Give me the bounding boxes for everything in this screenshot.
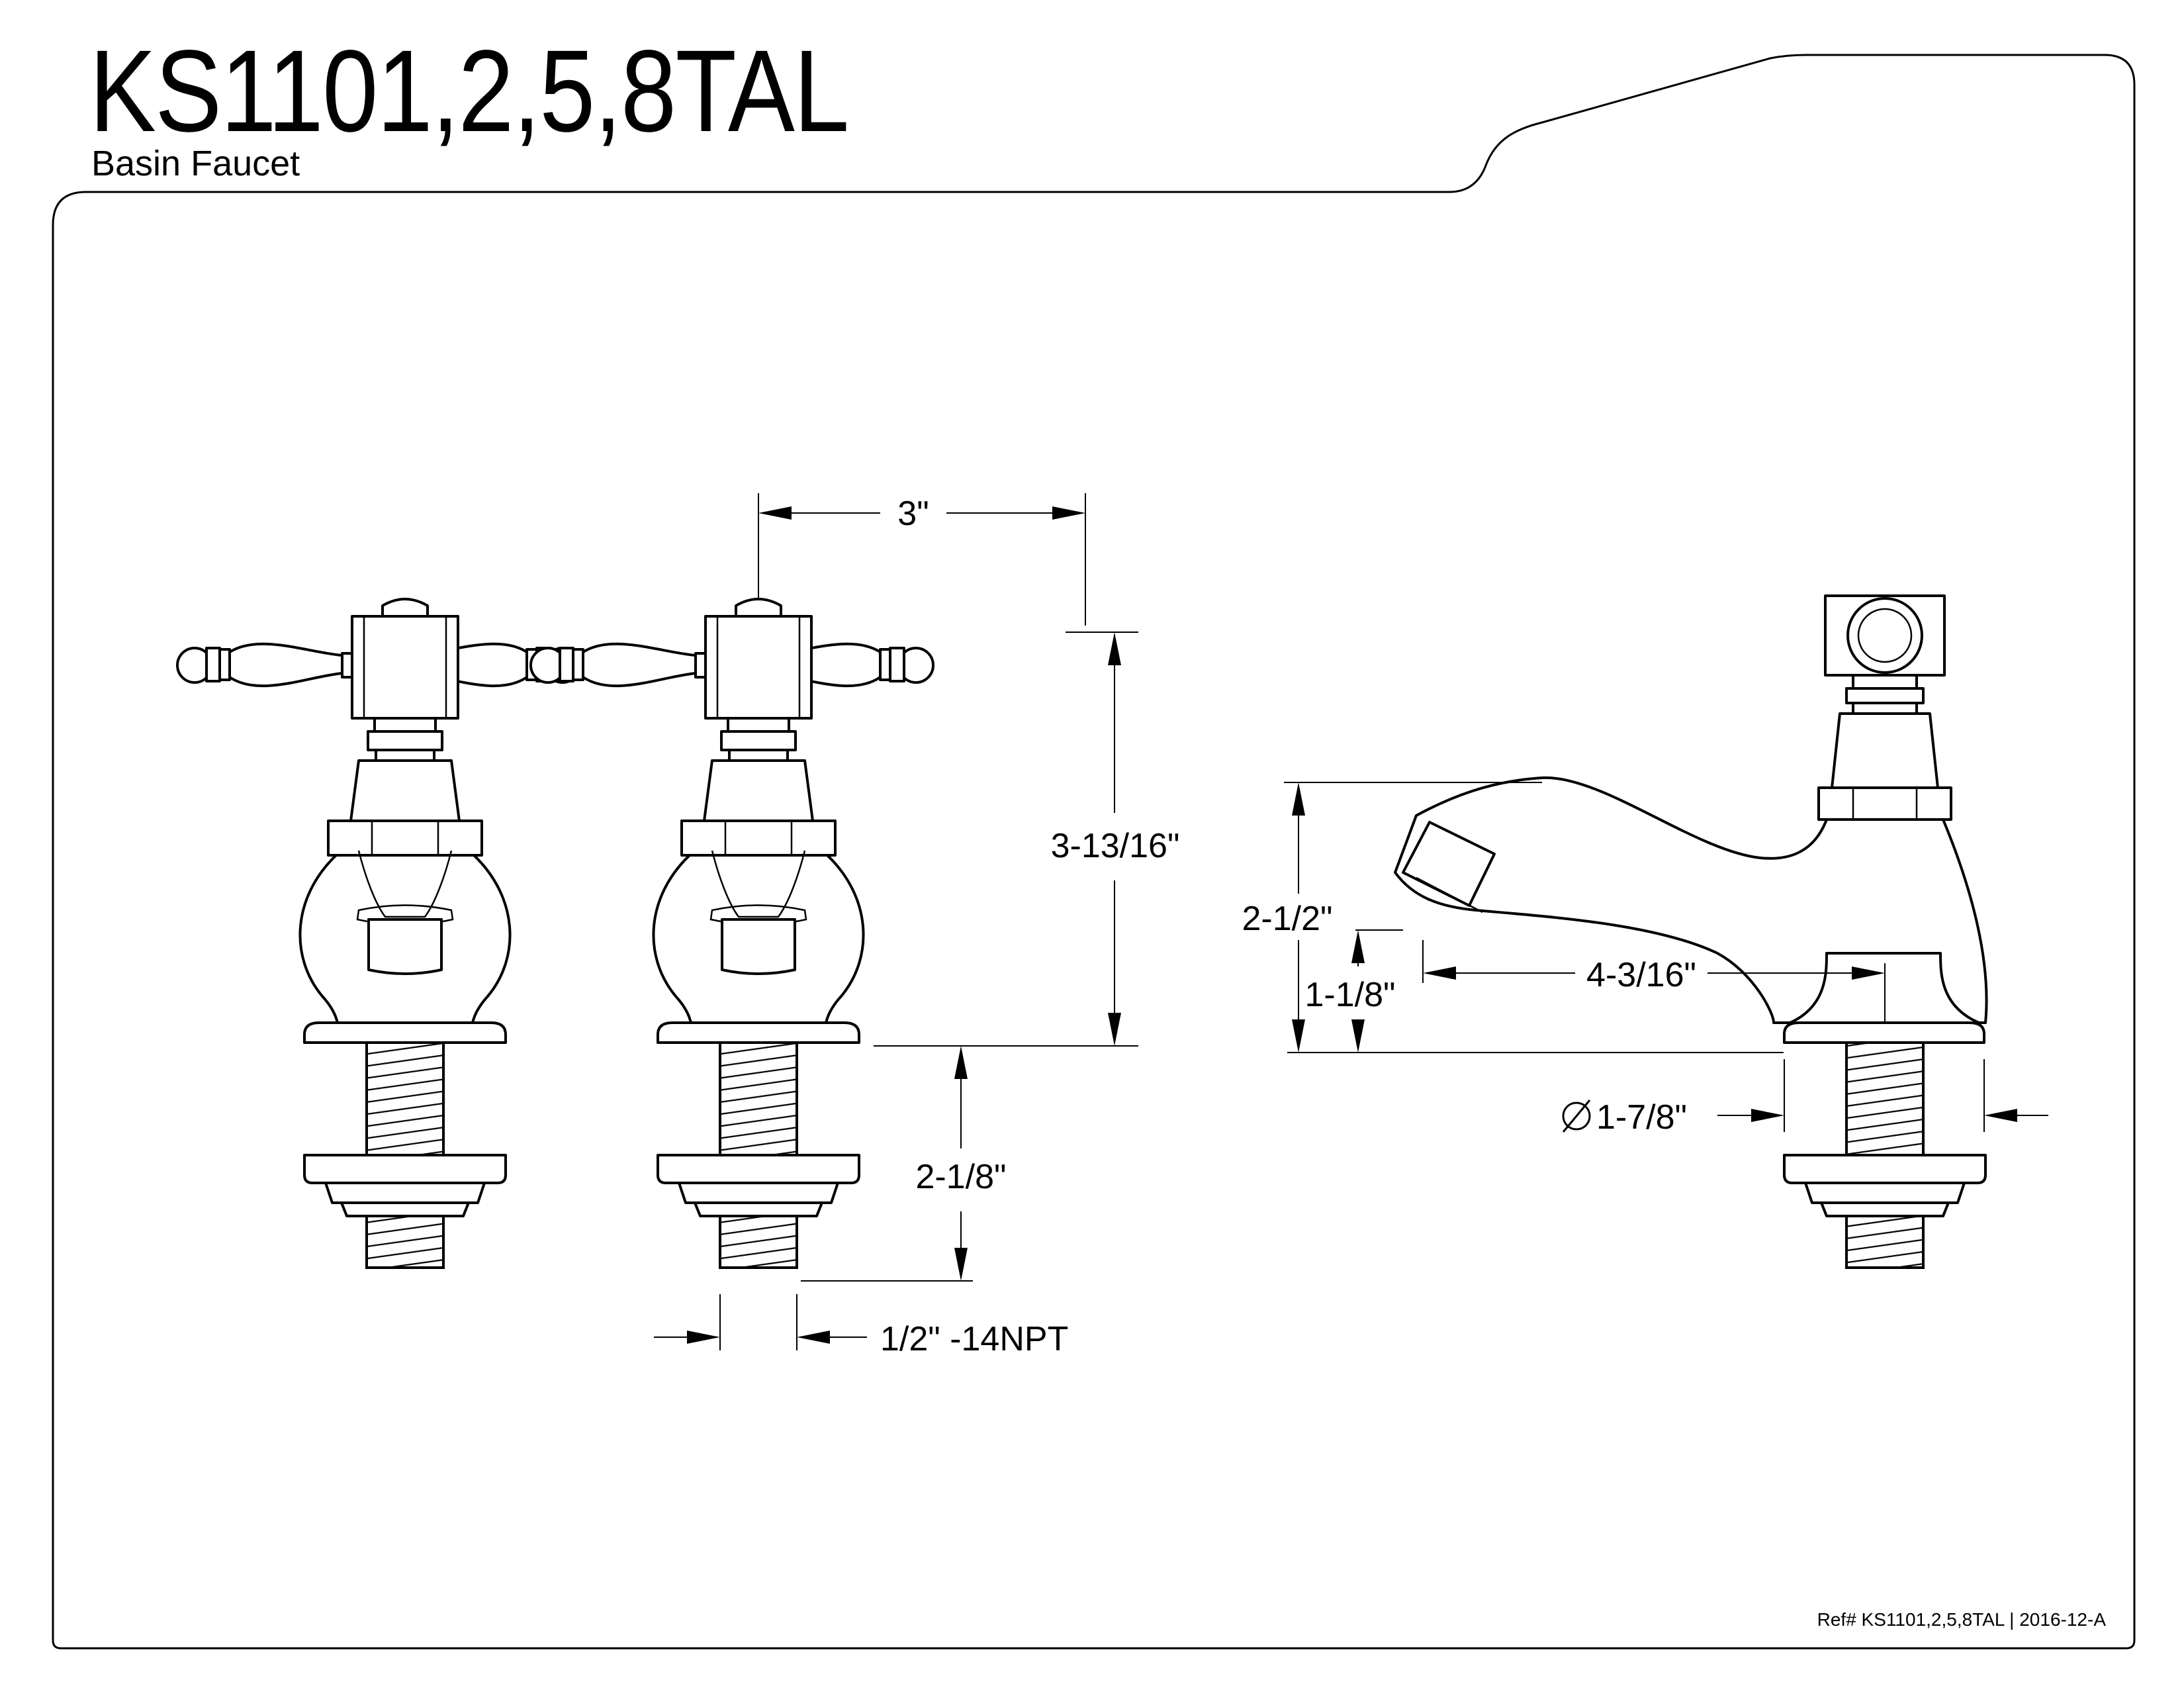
dimension-base-diameter bbox=[1562, 1059, 2048, 1133]
dimension-shank-length bbox=[801, 1046, 973, 1282]
dimension-handle-span-label: 3" bbox=[897, 494, 929, 533]
dimension-handle-span bbox=[758, 493, 1086, 626]
spout bbox=[1394, 594, 1988, 1269]
sheet-border bbox=[52, 54, 2136, 1650]
dimension-thread bbox=[654, 1294, 867, 1350]
page-subtitle: Basin Faucet bbox=[91, 144, 300, 183]
left-valve bbox=[176, 598, 581, 1269]
dimension-valve-height bbox=[874, 632, 1138, 1047]
dimension-valve-height-label: 3-13/16" bbox=[1051, 827, 1180, 865]
dimension-base-diameter-label: 1-7/8" bbox=[1596, 1098, 1687, 1137]
reference-number: Ref# KS1101,2,5,8TAL | 2016-12-A bbox=[1817, 1609, 2106, 1630]
dimension-spout-reach bbox=[1422, 940, 1886, 1023]
dimension-spout-clearance bbox=[1351, 929, 1403, 1053]
dimension-spout-reach-label: 4-3/16" bbox=[1586, 956, 1696, 994]
page-title: KS1101,2,5,8TAL bbox=[89, 26, 849, 156]
dimension-shank-length-label: 2-1/8" bbox=[916, 1158, 1007, 1196]
dimension-spout-height-label: 2-1/2" bbox=[1242, 900, 1333, 938]
dimension-thread-label: 1/2" -14NPT bbox=[880, 1320, 1068, 1358]
dimension-spout-clearance-label: 1-1/8" bbox=[1305, 976, 1396, 1014]
right-valve bbox=[529, 598, 934, 1269]
dimension-spout-height bbox=[1284, 782, 1784, 1053]
